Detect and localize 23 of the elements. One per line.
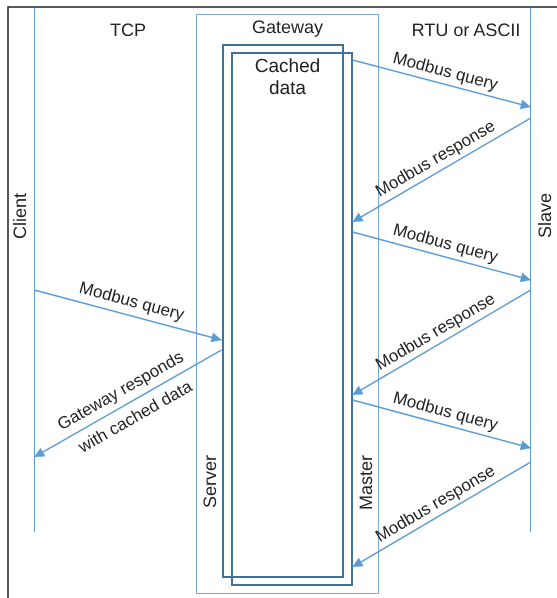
- arrow: [352, 231, 531, 282]
- role-label: Server: [200, 455, 221, 508]
- cache-box: [230, 52, 352, 586]
- lifeline-label: Client: [10, 193, 31, 240]
- server-box: [222, 44, 344, 578]
- column-heading: TCP: [110, 20, 146, 41]
- arrow: [352, 461, 532, 568]
- edge-label: Modbus query: [390, 48, 500, 94]
- client-lifeline: [10, 8, 35, 532]
- lifeline-label: Slave: [535, 193, 556, 238]
- arrow: [34, 349, 222, 458]
- arrow: [34, 289, 222, 342]
- edge-label: Modbus query: [390, 220, 500, 268]
- edge-label: Modbus query: [390, 388, 500, 436]
- box-title: Cached data: [254, 56, 322, 100]
- arrow: [352, 117, 532, 223]
- edge-label: Modbus query: [76, 278, 186, 326]
- role-label: Master: [356, 455, 376, 510]
- arrow: [352, 59, 531, 110]
- arrow: [352, 289, 532, 396]
- column-heading: RTU or ASCII: [412, 20, 520, 41]
- group-title: Gateway: [250, 17, 324, 38]
- arrow: [352, 399, 531, 450]
